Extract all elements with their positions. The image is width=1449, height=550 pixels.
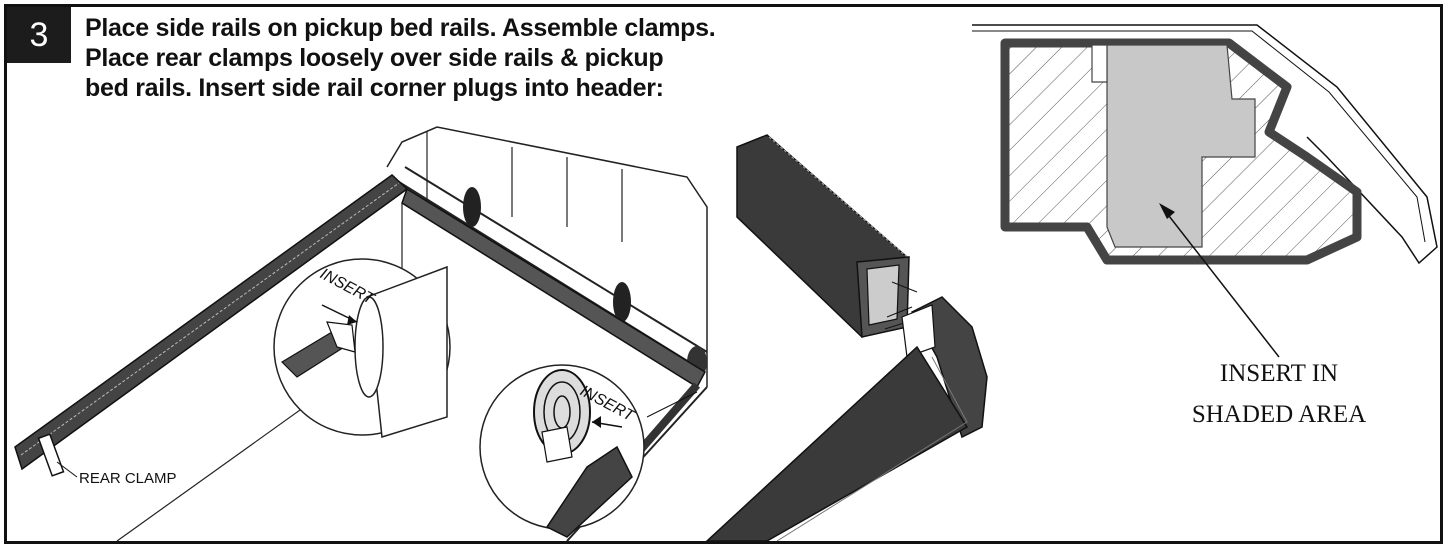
magnifier-right	[479, 364, 698, 538]
assembly-diagram: INSERT INSERT REAR CLAMP INSERT IN SHADE…	[14, 24, 1438, 541]
shaded-area-label-line2: SHADED AREA	[1192, 401, 1366, 428]
instruction-line-1: Place side rails on pickup bed rails. As…	[85, 14, 716, 42]
step-number-badge: 3	[7, 7, 71, 63]
rear-clamp-label: REAR CLAMP	[79, 470, 177, 487]
truck-bed-illustration	[14, 126, 708, 541]
instruction-line-2: Place rear clamps loosely over side rail…	[85, 44, 664, 72]
instruction-panel: INSERT INSERT REAR CLAMP INSERT IN SHADE…	[4, 4, 1443, 544]
corner-plug-illustration	[705, 134, 988, 541]
shaded-area-label-line1: INSERT IN	[1220, 360, 1338, 387]
profile-cross-section	[972, 24, 1438, 358]
instruction-line-3: bed rails. Insert side rail corner plugs…	[85, 74, 664, 102]
step-instructions: Place side rails on pickup bed rails. As…	[85, 13, 885, 103]
magnifier-left	[273, 258, 451, 438]
step-number: 3	[29, 16, 49, 54]
rear-clamp	[37, 433, 78, 478]
